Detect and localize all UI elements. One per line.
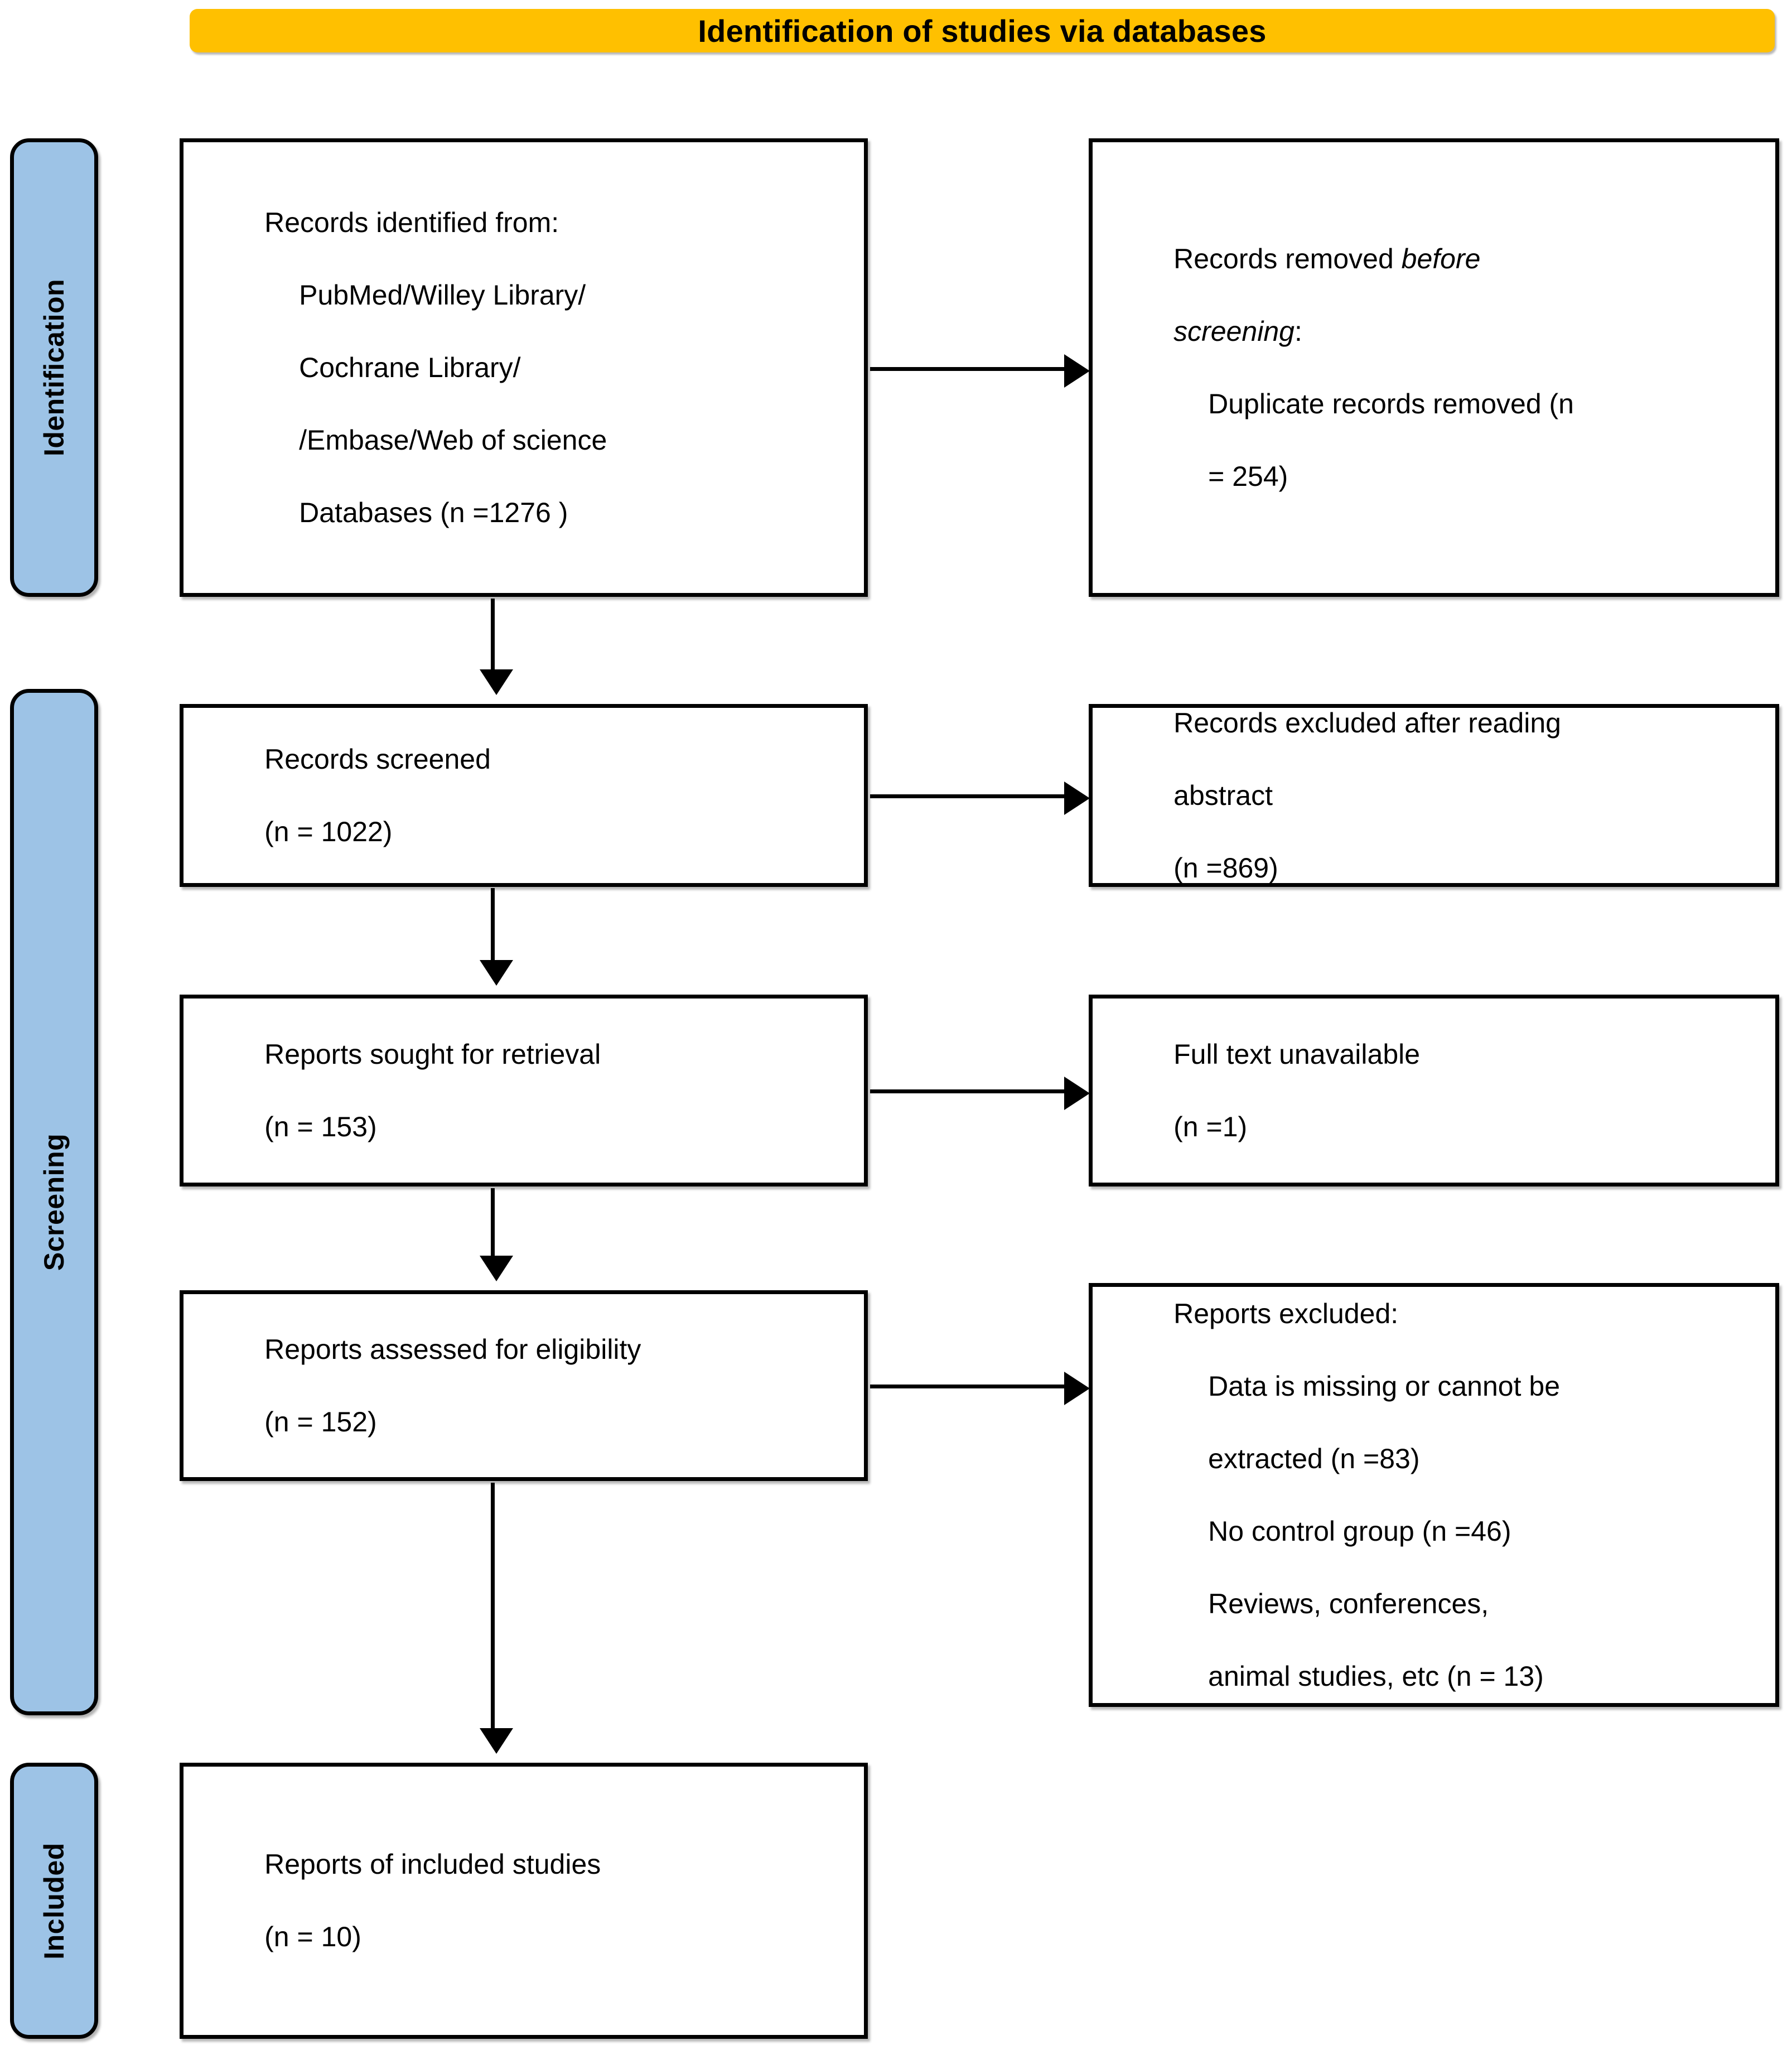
arrow-right-assessed-to-reports-excluded [870,1372,1090,1405]
stage-label-identification: Identification [10,138,98,597]
records-excluded-abs-line3: (n =869) [1173,852,1278,884]
arrow-right-sought-to-full-text-unavailable [870,1077,1090,1110]
records-removed-line1b: before [1401,243,1481,274]
records-removed-line2b: : [1294,315,1302,347]
diagram-header-banner: Identification of studies via databases [190,9,1775,52]
included-line2: (n = 10) [264,1921,361,1952]
arrow-down-identified-to-screened [480,599,513,695]
records-screened-line2: (n = 1022) [264,816,393,847]
arrow-right-screened-to-excluded-abstract [870,782,1090,815]
box-records-removed-before-screening: Records removed before screening: Duplic… [1089,138,1779,597]
reports-excluded-line6: animal studies, etc (n = 13) [1208,1660,1544,1692]
reports-sought-line2: (n = 153) [264,1111,377,1142]
records-identified-line5: Databases (n =1276 ) [299,496,568,528]
records-removed-line4: = 254) [1208,460,1288,492]
records-removed-line1a: Records removed [1173,243,1402,274]
records-removed-line3: Duplicate records removed (n [1208,388,1574,419]
banner-title: Identification of studies via databases [698,13,1267,49]
records-removed-line2a: screening [1173,315,1295,347]
reports-excluded-line2: Data is missing or cannot be [1208,1370,1560,1402]
box-records-excluded-abstract: Records excluded after reading abstract … [1089,704,1779,887]
records-identified-line1: Records identified from: [264,206,559,238]
full-text-line2: (n =1) [1173,1111,1248,1142]
reports-sought-line1: Reports sought for retrieval [264,1038,601,1070]
box-records-identified: Records identified from: PubMed/Willey L… [180,138,868,597]
records-identified-line2: PubMed/Willey Library/ [299,279,586,311]
stage-label-screening: Screening [10,689,98,1715]
reports-assessed-line2: (n = 152) [264,1406,377,1438]
stage-label-included: Included [10,1763,98,2039]
reports-assessed-line1: Reports assessed for eligibility [264,1333,641,1365]
records-screened-line1: Records screened [264,743,491,775]
box-reports-assessed-for-eligibility: Reports assessed for eligibility (n = 15… [180,1290,868,1481]
arrow-down-screened-to-sought [480,888,513,986]
box-reports-of-included-studies: Reports of included studies (n = 10) [180,1763,868,2039]
reports-excluded-line5: Reviews, conferences, [1208,1588,1489,1619]
arrow-down-sought-to-assessed [480,1188,513,1281]
stage-screening-text: Screening [38,1133,70,1271]
full-text-line1: Full text unavailable [1173,1038,1421,1070]
records-identified-line3: Cochrane Library/ [299,351,521,383]
stage-included-text: Included [38,1842,70,1960]
box-full-text-unavailable: Full text unavailable (n =1) [1089,995,1779,1186]
records-identified-line4: /Embase/Web of science [299,424,607,456]
arrow-down-assessed-to-included [480,1483,513,1754]
records-excluded-abs-line1: Records excluded after reading [1173,707,1561,739]
box-reports-excluded: Reports excluded: Data is missing or can… [1089,1283,1779,1707]
box-records-screened: Records screened (n = 1022) [180,704,868,887]
records-excluded-abs-line2: abstract [1173,779,1273,811]
reports-excluded-line3: extracted (n =83) [1208,1443,1420,1474]
stage-identification-text: Identification [38,278,70,457]
reports-excluded-line4: No control group (n =46) [1208,1515,1511,1547]
box-reports-sought-for-retrieval: Reports sought for retrieval (n = 153) [180,995,868,1186]
arrow-right-identified-to-removed [870,354,1090,388]
included-line1: Reports of included studies [264,1849,601,1880]
reports-excluded-line1: Reports excluded: [1173,1297,1399,1329]
